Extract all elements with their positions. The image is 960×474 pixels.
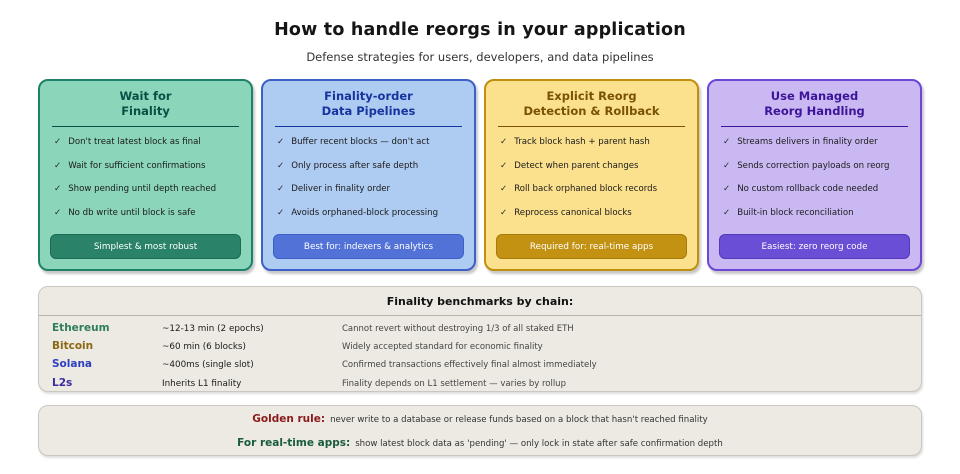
strategy-card-finality-order-pipelines: Finality-order Data Pipelines ✓ Buffer re… [261, 79, 476, 271]
checklist-item-text: Only process after safe depth [291, 160, 419, 171]
card-checklist: ✓ Streams delivers in finality order ✓ Sen… [709, 131, 920, 234]
checklist-item: ✓ Reprocess canonical blocks [500, 208, 689, 218]
footer-panel: Golden rule: never write to a database or… [38, 405, 922, 456]
card-checklist: ✓ Don't treat latest block as final ✓ Wait… [40, 131, 251, 234]
rule-label: Golden rule: [252, 413, 326, 425]
checklist-item: ✓ Detect when parent changes [500, 161, 689, 171]
benchmarks-panel: Finality benchmarks by chain: Ethereum ~… [38, 286, 922, 392]
strategy-card-managed-reorg-handling: Use Managed Reorg Handling ✓ Streams deli… [707, 79, 922, 271]
checklist-item-text: Avoids orphaned-block processing [291, 207, 439, 218]
realtime-apps-rule-line: For real-time apps: show latest block dat… [39, 434, 921, 451]
card-title: Use Managed Reorg Handling [764, 89, 865, 118]
checklist-item: ✓ Show pending until depth reached [54, 184, 243, 194]
check-icon: ✓ [723, 160, 731, 171]
strategy-card-wait-for-finality: Wait for Finality ✓ Don't treat latest bl… [38, 79, 253, 271]
checklist-item: ✓ Don't treat latest block as final [54, 137, 243, 147]
checklist-item: ✓ No db write until block is safe [54, 208, 243, 218]
header: How to handle reorgs in your application… [0, 0, 960, 64]
check-icon: ✓ [723, 184, 731, 194]
checklist-item-text: Don't treat latest block as final [68, 137, 201, 147]
finality-time: ~400ms (single slot) [162, 360, 254, 371]
checklist-item-text: Wait for sufficient confirmations [68, 160, 206, 171]
card-checklist: ✓ Track block hash + parent hash ✓ Detect … [486, 131, 697, 234]
checklist-item: ✓ Wait for sufficient confirmations [54, 161, 243, 171]
checklist-item-text: Show pending until depth reached [68, 184, 217, 194]
card-divider [498, 126, 685, 127]
checklist-item-text: Built-in block reconciliation [737, 207, 854, 218]
checklist-item: ✓ Sends correction payloads on reorg [723, 161, 912, 171]
check-icon: ✓ [54, 207, 62, 218]
rule-text: show latest block data as 'pending' — on… [355, 439, 723, 449]
rule-text: never write to a database or release fun… [330, 415, 708, 425]
checklist-item-text: No custom rollback code needed [737, 184, 879, 194]
checklist-item-text: No db write until block is safe [68, 207, 196, 218]
check-icon: ✓ [54, 160, 62, 171]
check-icon: ✓ [277, 184, 285, 194]
check-icon: ✓ [500, 184, 508, 194]
finality-note: Cannot revert without destroying 1/3 of … [342, 324, 574, 334]
checklist-item-text: Roll back orphaned block records [514, 184, 658, 194]
rule-label: For real-time apps: [237, 437, 351, 449]
strategy-cards-row: Wait for Finality ✓ Don't treat latest bl… [0, 79, 960, 271]
finality-time: Inherits L1 finality [162, 378, 242, 389]
finality-note: Finality depends on L1 settlement — vari… [342, 378, 566, 389]
finality-time: ~12-13 min (2 epochs) [162, 324, 264, 334]
checklist-item-text: Reprocess canonical blocks [514, 207, 632, 218]
chain-name: Ethereum [52, 322, 110, 334]
check-icon: ✓ [500, 137, 508, 147]
chain-name: Bitcoin [52, 340, 94, 353]
checklist-item: ✓ Deliver in finality order [277, 184, 466, 194]
checklist-item-text: Streams delivers in finality order [737, 137, 878, 147]
check-icon: ✓ [277, 207, 285, 218]
benchmarks-divider [39, 315, 921, 316]
checklist-item-text: Track block hash + parent hash [514, 137, 650, 147]
card-title: Finality-order Data Pipelines [321, 89, 416, 118]
page-subtitle: Defense strategies for users, developers… [306, 50, 654, 64]
card-checklist: ✓ Buffer recent blocks — don't act ✓ Only … [263, 131, 474, 234]
finality-time: ~60 min (6 blocks) [162, 342, 246, 353]
check-icon: ✓ [54, 184, 62, 194]
chain-name: Solana [52, 358, 93, 371]
check-icon: ✓ [54, 137, 62, 147]
checklist-item: ✓ Streams delivers in finality order [723, 137, 912, 147]
card-badge: Best for: indexers & analytics [273, 234, 464, 259]
checklist-item: ✓ No custom rollback code needed [723, 184, 912, 194]
finality-note: Confirmed transactions effectively final… [342, 360, 597, 371]
golden-rule-line: Golden rule: never write to a database or… [39, 410, 921, 427]
chain-name: L2s [52, 376, 73, 389]
checklist-item: ✓ Avoids orphaned-block processing [277, 208, 466, 218]
checklist-item: ✓ Built-in block reconciliation [723, 208, 912, 218]
checklist-item: ✓ Buffer recent blocks — don't act [277, 137, 466, 147]
checklist-item-text: Buffer recent blocks — don't act [291, 137, 430, 147]
card-title: Wait for Finality [119, 89, 172, 118]
checklist-item: ✓ Only process after safe depth [277, 161, 466, 171]
check-icon: ✓ [723, 137, 731, 147]
check-icon: ✓ [723, 207, 731, 218]
benchmark-row-solana: Solana ~400ms (single slot) Confirmed tr… [52, 358, 907, 376]
check-icon: ✓ [500, 160, 508, 171]
page-title: How to handle reorgs in your application [274, 20, 686, 40]
check-icon: ✓ [277, 160, 285, 171]
benchmark-row-bitcoin: Bitcoin ~60 min (6 blocks) Widely accept… [52, 340, 907, 358]
checklist-item-text: Deliver in finality order [291, 184, 391, 194]
checklist-item: ✓ Roll back orphaned block records [500, 184, 689, 194]
benchmarks-rows: Ethereum ~12-13 min (2 epochs) Cannot re… [39, 316, 921, 395]
card-divider [721, 126, 908, 127]
checklist-item: ✓ Track block hash + parent hash [500, 137, 689, 147]
benchmark-row-l2s: L2s Inherits L1 finality Finality depend… [52, 377, 907, 395]
check-icon: ✓ [277, 137, 285, 147]
checklist-item-text: Sends correction payloads on reorg [737, 160, 890, 171]
check-icon: ✓ [500, 207, 508, 218]
benchmarks-title: Finality benchmarks by chain: [386, 295, 574, 308]
card-badge: Easiest: zero reorg code [719, 234, 910, 259]
strategy-card-explicit-reorg-detection: Explicit Reorg Detection & Rollback ✓ Tra… [484, 79, 699, 271]
card-badge: Required for: real-time apps [496, 234, 687, 259]
card-divider [275, 126, 462, 127]
card-title: Explicit Reorg Detection & Rollback [523, 89, 660, 118]
card-badge: Simplest & most robust [50, 234, 241, 259]
benchmark-row-ethereum: Ethereum ~12-13 min (2 epochs) Cannot re… [52, 322, 907, 340]
card-divider [52, 126, 239, 127]
finality-note: Widely accepted standard for economic fi… [342, 342, 543, 353]
checklist-item-text: Detect when parent changes [514, 160, 639, 171]
